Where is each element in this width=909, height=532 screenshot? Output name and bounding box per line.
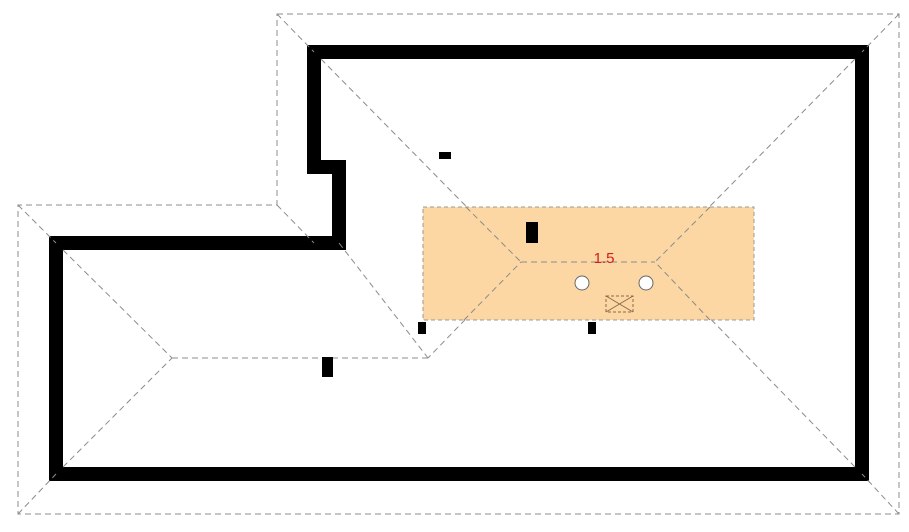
vent-block	[418, 322, 426, 334]
chimneys	[322, 152, 596, 377]
eave-corner-line	[276, 204, 315, 244]
eave-corner-line	[861, 473, 900, 515]
hip-line	[62, 357, 173, 468]
skylight-icon	[638, 275, 654, 291]
valley-line	[338, 242, 429, 359]
vent-block	[439, 152, 451, 159]
chimney-block	[526, 222, 538, 243]
attic-hip-line	[463, 261, 522, 321]
eave-corner-line	[276, 13, 315, 53]
eave-corner-line	[17, 473, 57, 515]
attic-hip-line	[465, 206, 522, 263]
attic-hip-line	[654, 261, 711, 321]
attic-room-area	[422, 206, 755, 321]
hip-line	[320, 58, 522, 263]
eave-corner-line	[861, 13, 900, 53]
roof-hatch-icon	[605, 295, 634, 313]
skylight-icon	[574, 275, 590, 291]
attic-hip-line	[654, 206, 711, 263]
hip-line	[654, 261, 856, 468]
hip-line	[654, 58, 856, 263]
hip-line	[62, 249, 173, 359]
chimney-block	[322, 357, 333, 377]
attic-room: 1.5	[422, 206, 755, 321]
room-area-label: 1.5	[594, 250, 615, 267]
vent-block	[588, 322, 596, 334]
eave-corner-line	[17, 204, 57, 244]
